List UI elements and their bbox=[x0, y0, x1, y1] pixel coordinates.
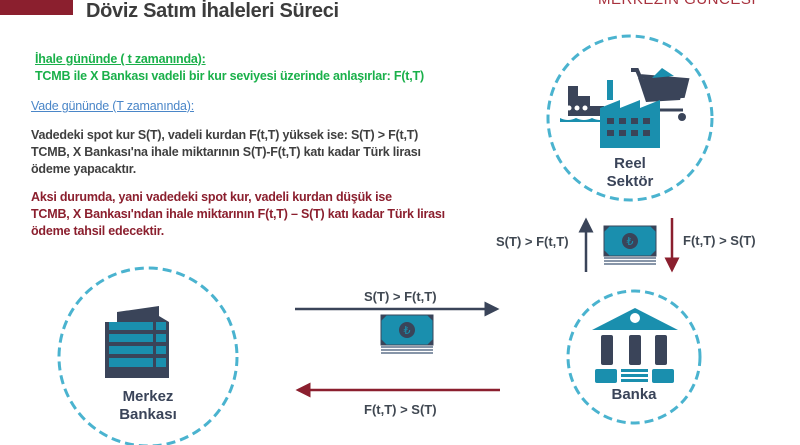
money-icon bbox=[380, 314, 434, 355]
merkez-circle bbox=[57, 266, 239, 445]
bank-icon bbox=[592, 308, 678, 383]
vade-heading: Vade gününde (T zamanında): bbox=[31, 99, 195, 113]
merkez-label-line1: Merkez bbox=[122, 388, 174, 405]
arrow-down-label: F(t,T) > S(T) bbox=[683, 233, 756, 248]
case2-line1: Aksi durumda, yani vadedeki spot kur, va… bbox=[31, 190, 392, 204]
case1-line2: TCMB, X Bankası'na ihale miktarının S(T)… bbox=[31, 145, 421, 159]
arrow-left-label: F(t,T) > S(T) bbox=[364, 402, 437, 417]
building-icon bbox=[105, 306, 169, 378]
banka-label: Banka bbox=[611, 386, 657, 403]
money-icon bbox=[603, 225, 657, 266]
brand-name: MERKEZİN GÜNCESİ bbox=[598, 0, 756, 8]
page-title: Döviz Satım İhaleleri Süreci bbox=[86, 0, 339, 22]
ihale-heading: İhale gününde ( t zamanında): bbox=[35, 52, 206, 66]
reel-label-line1: Reel bbox=[614, 155, 646, 172]
reel-label-line2: Sektör bbox=[606, 173, 654, 190]
arrow-right-label: S(T) > F(t,T) bbox=[364, 289, 437, 304]
case2-line3: ödeme tahsil edecektir. bbox=[31, 224, 164, 238]
reel-label: Reel Sektör bbox=[580, 155, 680, 191]
ihale-body: TCMB ile X Bankası vadeli bir kur seviye… bbox=[35, 69, 424, 83]
case1-line1: Vadedeki spot kur S(T), vadeli kurdan F(… bbox=[31, 128, 419, 142]
case2-line2: TCMB, X Bankası'ndan ihale miktarının F(… bbox=[31, 207, 445, 221]
merkez-label: Merkez Bankası bbox=[98, 388, 198, 424]
case1-line3: ödeme yapacaktır. bbox=[31, 162, 136, 176]
logo-block bbox=[0, 0, 73, 15]
reel-circle bbox=[546, 34, 714, 202]
factory-icon bbox=[560, 68, 690, 148]
arrow-up-label: S(T) > F(t,T) bbox=[496, 234, 569, 249]
merkez-label-line2: Bankası bbox=[119, 406, 177, 423]
banka-circle bbox=[566, 289, 702, 425]
